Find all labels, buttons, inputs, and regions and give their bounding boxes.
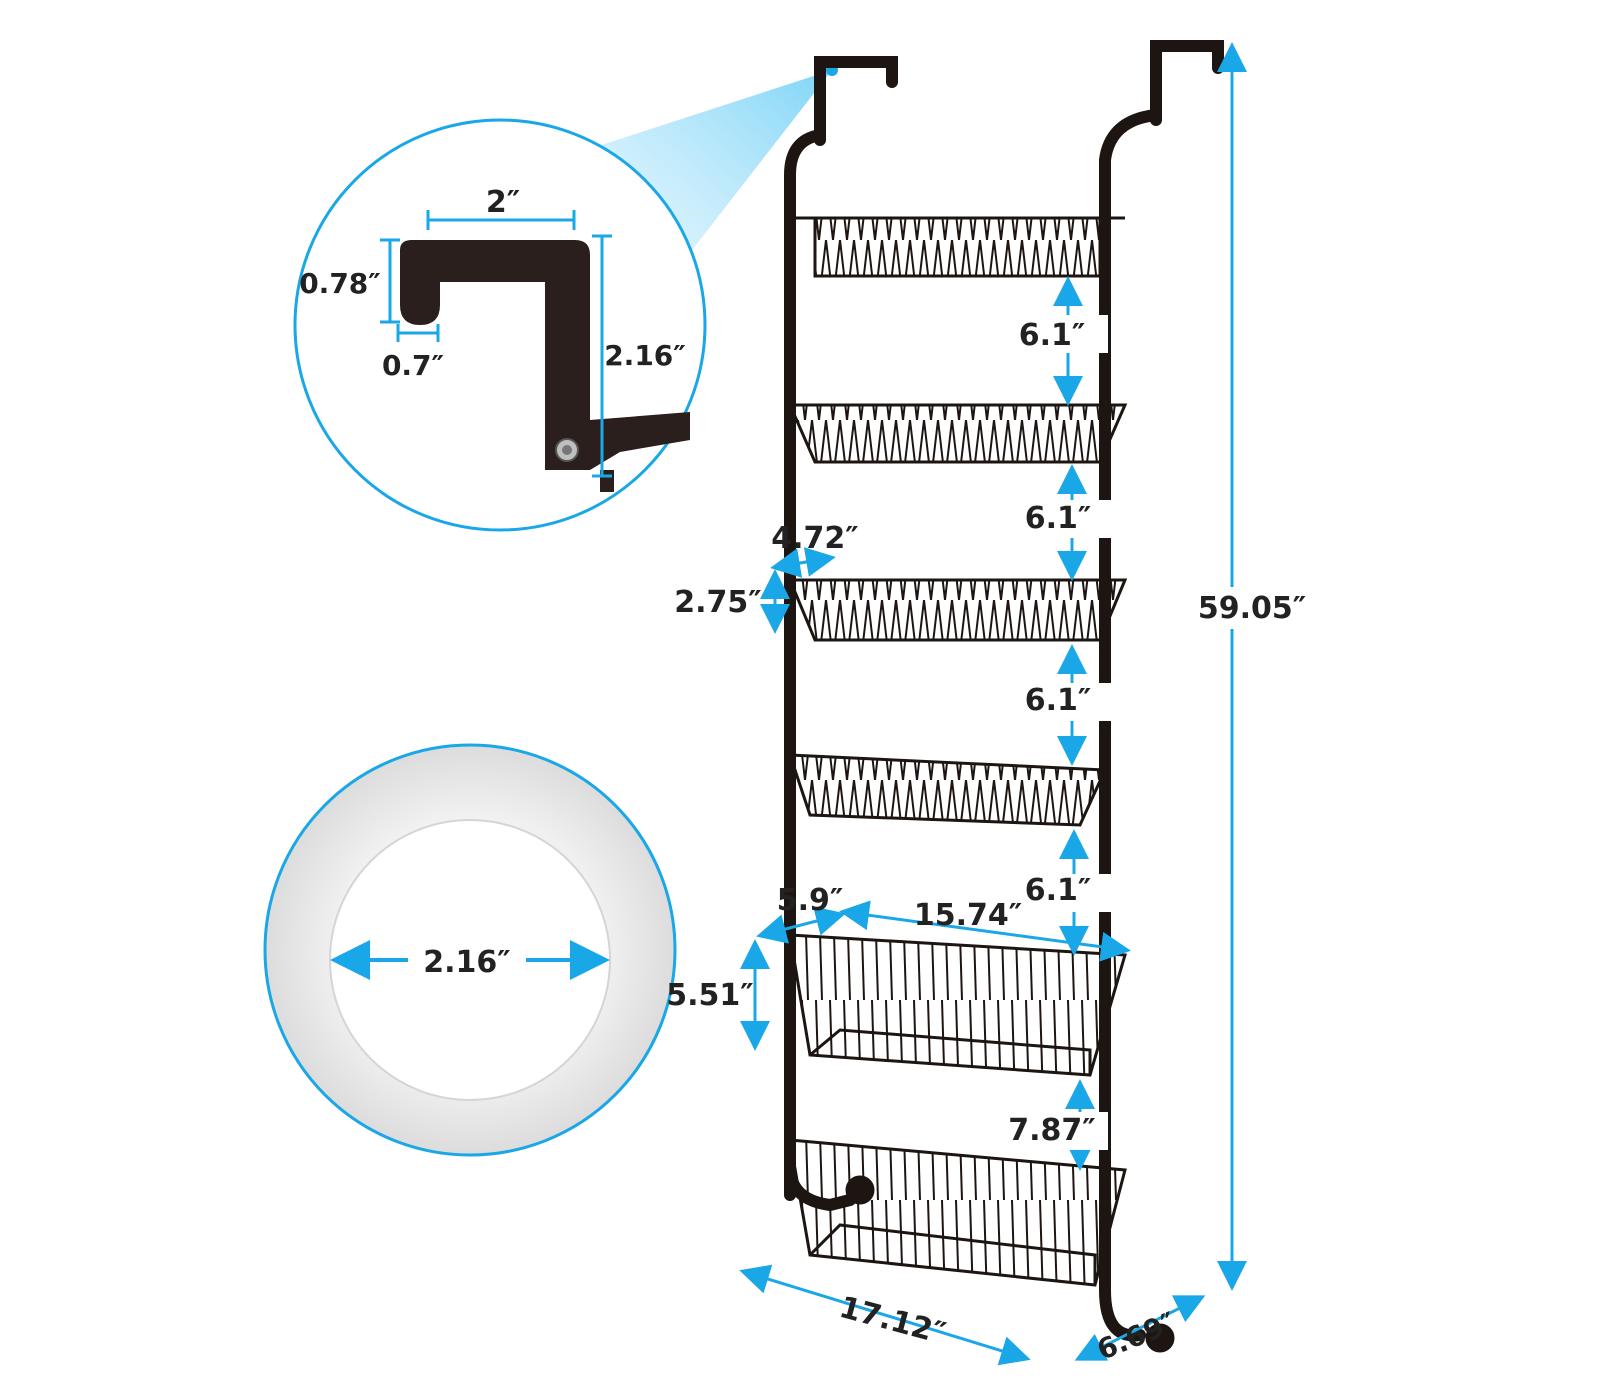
small-basket-height-label: 2.75″ [674, 585, 761, 620]
hook-height-label: 2.16″ [604, 339, 686, 372]
gap-4-label: 6.1″ [1025, 873, 1092, 908]
pad-diameter-label: 2.16″ [423, 945, 510, 980]
large-basket-height-label: 5.51″ [666, 978, 753, 1013]
pad-detail-callout: 2.16″ [263, 743, 677, 1157]
basket-2 [787, 403, 1128, 464]
small-basket-depth-label: 4.72″ [771, 521, 858, 556]
hook-thickness-label: 0.7″ [382, 349, 444, 382]
gap-1-label: 6.1″ [1019, 318, 1086, 353]
hook-detail-callout: 2″ 0.78″ 0.7″ 2.16″ [293, 118, 707, 532]
total-height-label: 59.05″ [1198, 591, 1306, 626]
gap-2-label: 6.1″ [1025, 501, 1092, 536]
basket-5 [788, 933, 1127, 1077]
basket-1 [790, 216, 1125, 278]
large-basket-depth-label: 5.9″ [777, 883, 844, 918]
bottom-gap-label: 7.87″ [1008, 1113, 1095, 1148]
total-width-label: 17.12″ [836, 1290, 950, 1352]
large-basket-width-label: 15.74″ [914, 898, 1022, 933]
basket-3 [787, 578, 1128, 642]
basket-4 [787, 753, 1108, 827]
basket-6 [788, 1138, 1127, 1287]
hook-left-height-label: 0.78″ [299, 267, 381, 300]
hook-width-label: 2″ [486, 185, 520, 220]
gap-3-label: 6.1″ [1025, 683, 1092, 718]
